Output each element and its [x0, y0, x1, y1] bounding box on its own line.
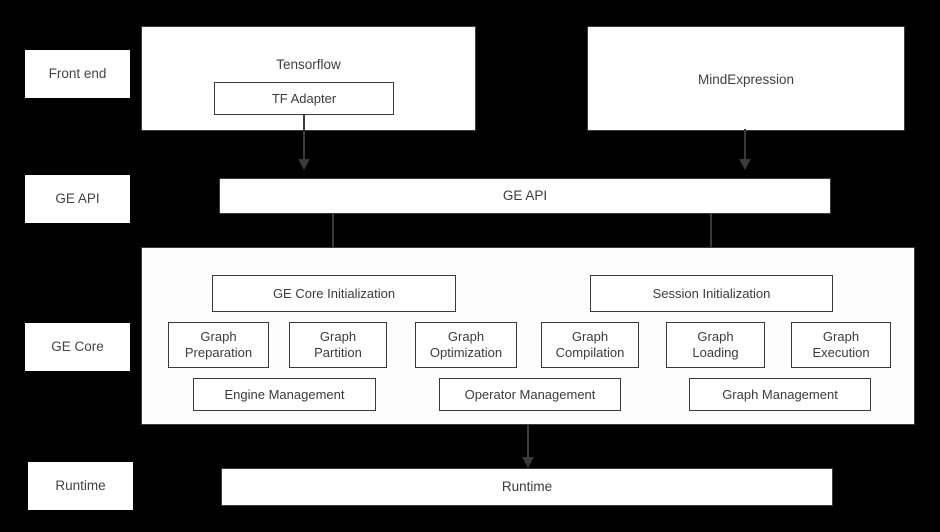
arrowhead-tf-adapter-to-ge-api	[298, 159, 310, 170]
connector-mindexpression-to-ge-api	[744, 129, 746, 161]
graph-optimization-node[interactable]: Graph Optimization	[415, 322, 517, 368]
connector-ge-api-to-session-init	[710, 214, 712, 262]
engine-management-node[interactable]: Engine Management	[193, 378, 376, 411]
graph-compilation-node[interactable]: Graph Compilation	[541, 322, 639, 368]
framework-tensorflow-title: Tensorflow	[276, 57, 341, 72]
tier-label-front-end: Front end	[25, 50, 130, 98]
framework-tensorflow[interactable]: Tensorflow TF Adapter	[141, 26, 476, 131]
tf-adapter-node[interactable]: TF Adapter	[214, 82, 394, 115]
graph-preparation-node[interactable]: Graph Preparation	[168, 322, 269, 368]
tier-label-ge-core: GE Core	[25, 323, 130, 371]
tier-label-runtime: Runtime	[28, 462, 133, 510]
graph-partition-node[interactable]: Graph Partition	[289, 322, 387, 368]
arrowhead-mindexpression-to-ge-api	[739, 159, 751, 170]
graph-loading-node[interactable]: Graph Loading	[666, 322, 765, 368]
runtime-bar[interactable]: Runtime	[221, 468, 833, 506]
tier-label-ge-api: GE API	[25, 175, 130, 223]
session-initialization-node[interactable]: Session Initialization	[590, 275, 833, 312]
ge-api-bar[interactable]: GE API	[219, 178, 831, 214]
operator-management-node[interactable]: Operator Management	[439, 378, 621, 411]
ge-core-initialization-node[interactable]: GE Core Initialization	[212, 275, 456, 312]
connector-ge-api-to-ge-core-init	[332, 214, 334, 262]
arrowhead-ge-core-to-runtime	[522, 457, 534, 468]
connector-tf-adapter-to-ge-api	[303, 114, 305, 161]
connector-ge-core-to-runtime	[527, 425, 529, 460]
ge-core-panel: GE Core Initialization Session Initializ…	[141, 247, 915, 425]
graph-management-node[interactable]: Graph Management	[689, 378, 871, 411]
framework-mindexpression[interactable]: MindExpression	[587, 26, 905, 131]
graph-execution-node[interactable]: Graph Execution	[791, 322, 891, 368]
framework-mindexpression-title: MindExpression	[697, 72, 795, 87]
